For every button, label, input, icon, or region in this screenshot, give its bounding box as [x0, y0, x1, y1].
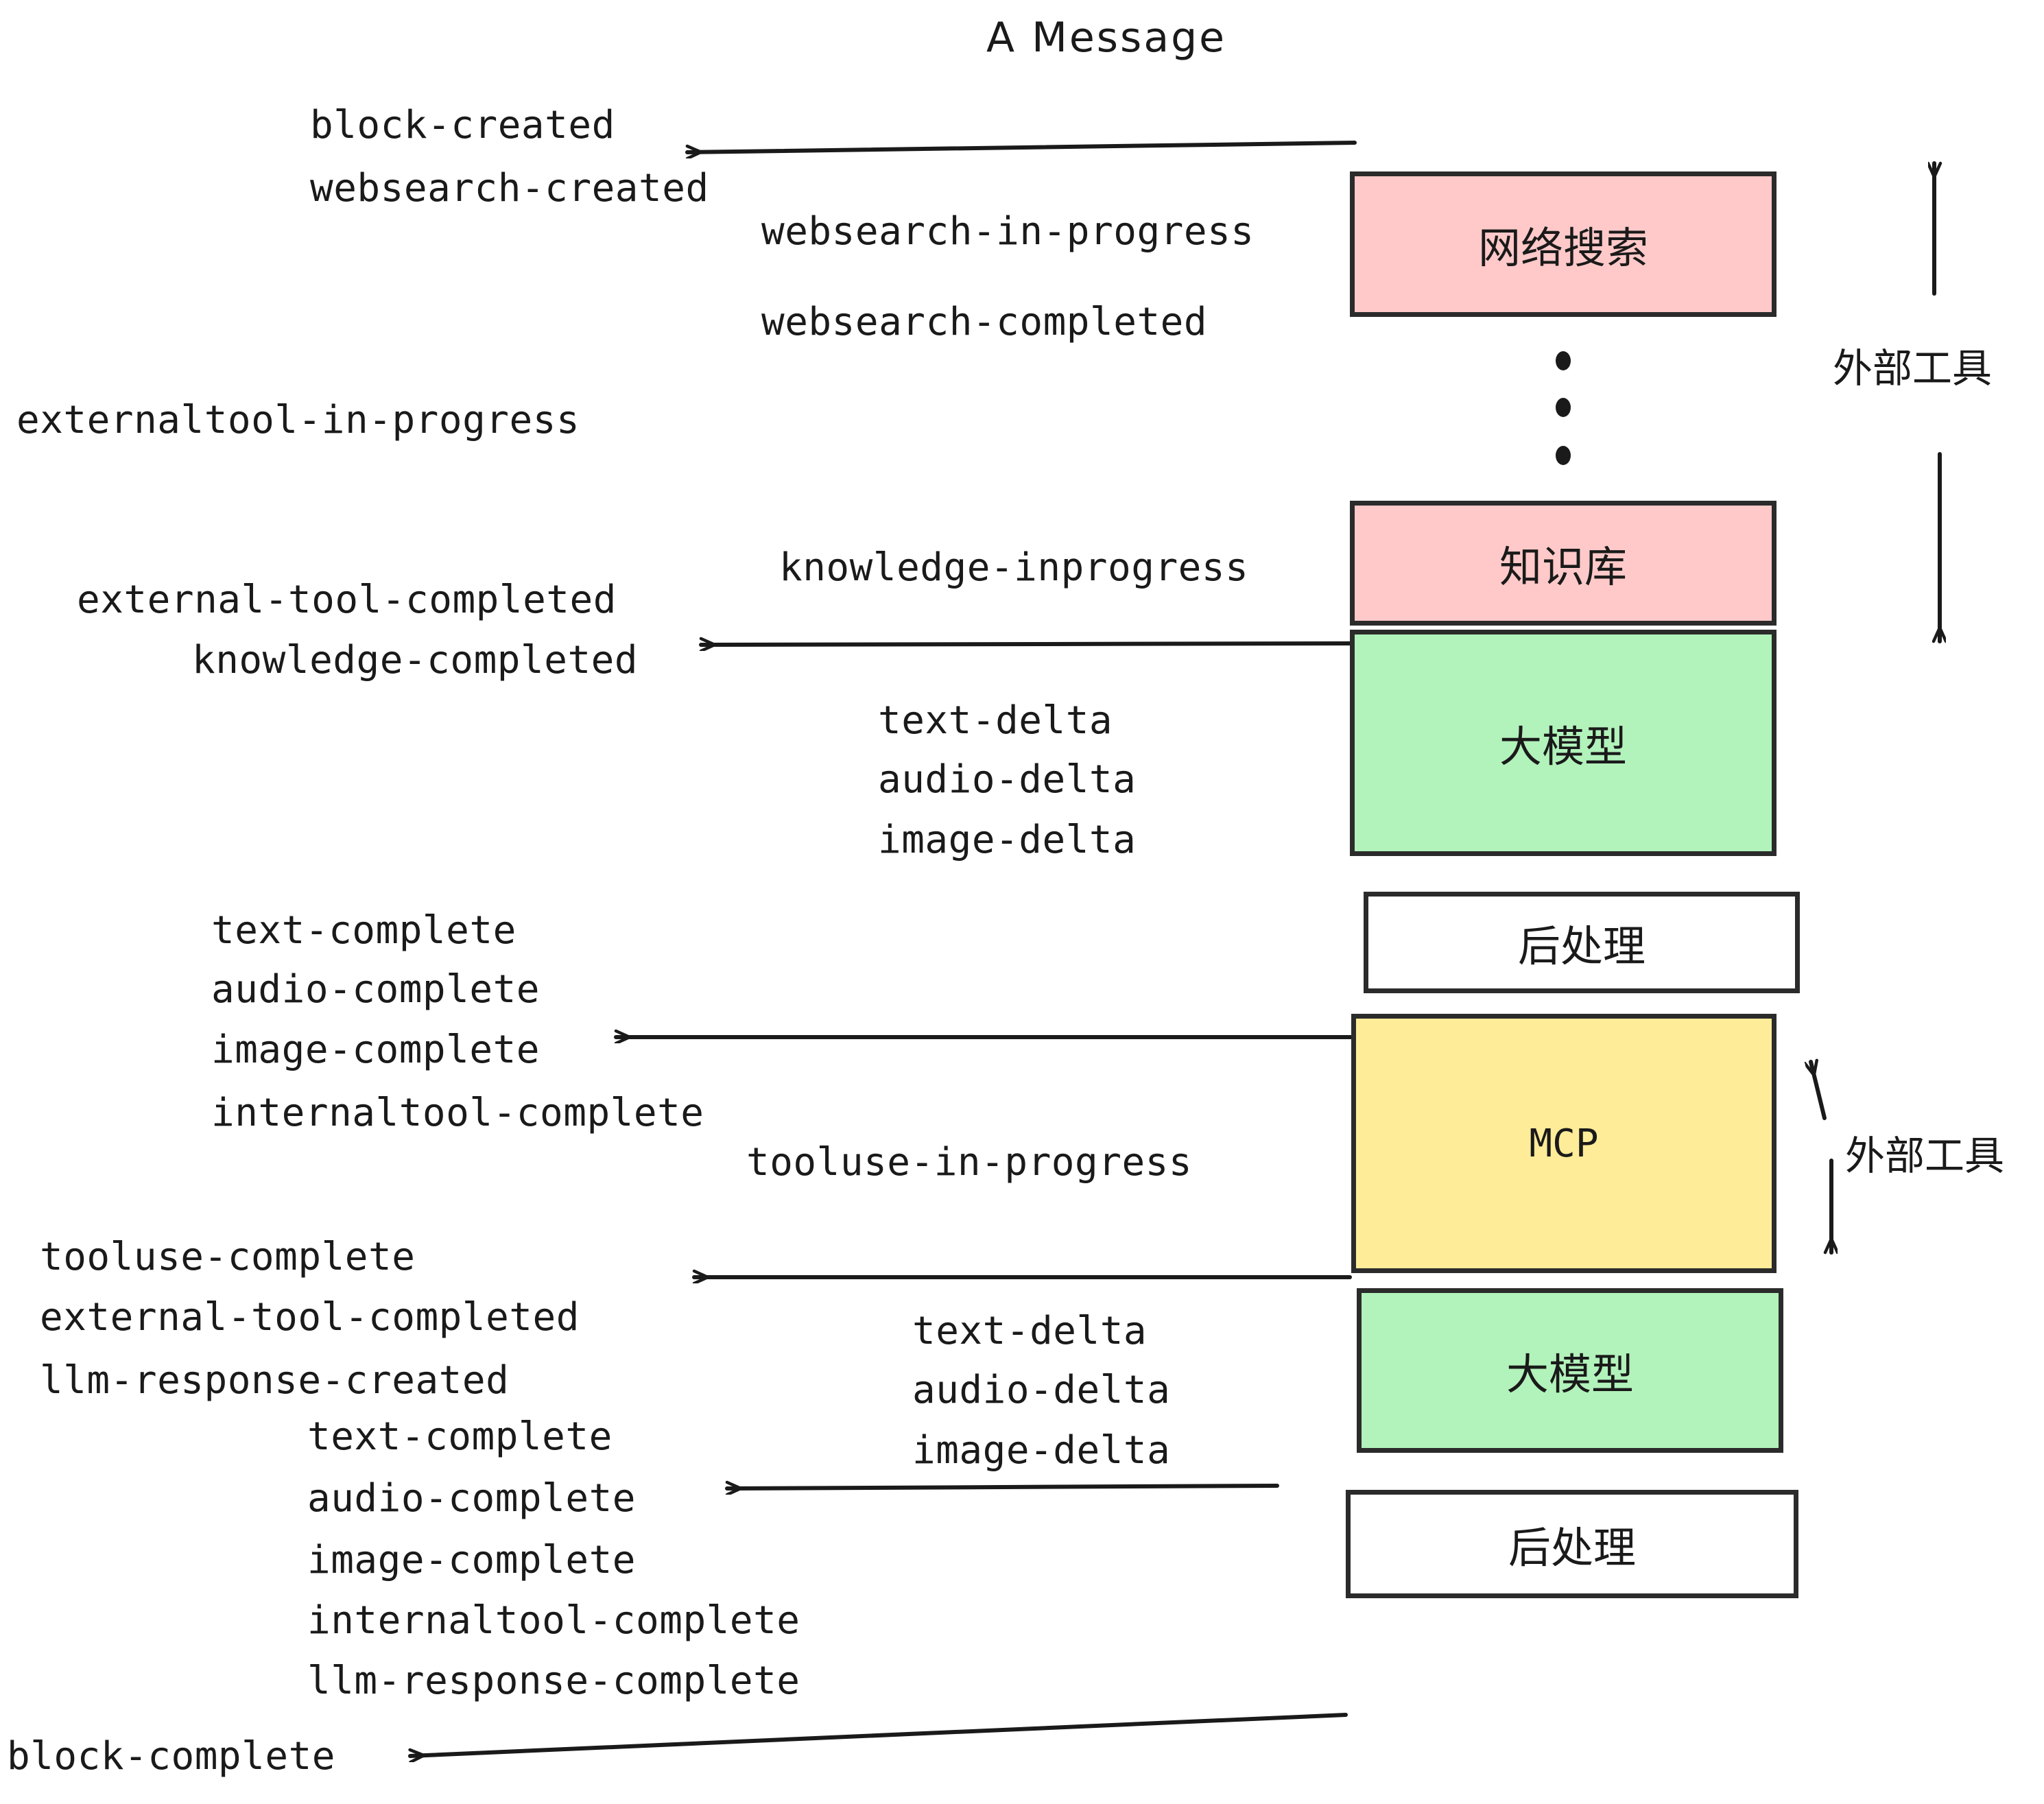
event-label: tooluse-complete: [40, 1235, 416, 1279]
event-label: audio-complete: [307, 1476, 637, 1521]
knowledge-completed-return-arrow: [699, 643, 1355, 645]
node-box-cjk-6[interactable]: 后处理: [1346, 1490, 1798, 1598]
event-label: knowledge-completed: [192, 638, 639, 683]
event-label: image-complete: [307, 1538, 637, 1582]
event-label: websearch-completed: [761, 300, 1208, 344]
vertical-ellipsis-dot: [1556, 351, 1571, 370]
event-label: text-complete: [307, 1414, 613, 1459]
node-box-mcp-4[interactable]: MCP: [1351, 1014, 1776, 1273]
node-box-cjk-3[interactable]: 后处理: [1364, 892, 1800, 993]
event-label: websearch-in-progress: [761, 209, 1255, 254]
event-label: audio-complete: [211, 967, 540, 1012]
external-tool-bracket-label: 外部工具: [1845, 1132, 2005, 1179]
event-label: knowledge-inprogress: [779, 545, 1249, 590]
external-tool-bracket-label: 外部工具: [1833, 345, 1993, 392]
event-label: llm-response-created: [40, 1358, 510, 1403]
vertical-ellipsis-dot: [1556, 398, 1571, 417]
event-label: externaltool-in-progress: [16, 398, 580, 442]
event-label: text-delta: [912, 1309, 1148, 1353]
node-box-cjk-0[interactable]: 网络搜索: [1350, 171, 1776, 317]
page-title: A Message: [986, 14, 1227, 62]
block-created-return-arrow: [685, 141, 1357, 152]
event-label: image-complete: [211, 1028, 540, 1072]
event-label: internaltool-complete: [211, 1091, 704, 1135]
external-tools-up-2-arrow: [1811, 1062, 1827, 1120]
event-label: audio-delta: [912, 1368, 1171, 1412]
event-label: block-complete: [7, 1734, 336, 1779]
event-label: image-delta: [878, 818, 1137, 862]
node-box-cjk-1[interactable]: 知识库: [1350, 501, 1776, 626]
event-label: websearch-created: [310, 166, 709, 211]
block-complete-return-arrow: [408, 1713, 1348, 1756]
vertical-ellipsis-dot: [1556, 446, 1571, 465]
event-label: internaltool-complete: [307, 1598, 800, 1643]
event-label: llm-response-complete: [307, 1659, 800, 1703]
node-box-cjk-5[interactable]: 大模型: [1357, 1288, 1783, 1453]
event-label: text-complete: [211, 908, 516, 953]
event-label: audio-delta: [878, 757, 1137, 802]
event-label: image-delta: [912, 1428, 1171, 1473]
event-label: tooluse-in-progress: [746, 1140, 1193, 1185]
node-box-cjk-2[interactable]: 大模型: [1350, 630, 1776, 856]
event-label: external-tool-completed: [77, 578, 617, 622]
event-label: text-delta: [878, 698, 1113, 743]
event-label: block-created: [310, 103, 615, 147]
event-label: external-tool-completed: [40, 1295, 580, 1340]
audio-complete-return-arrow: [725, 1486, 1279, 1488]
